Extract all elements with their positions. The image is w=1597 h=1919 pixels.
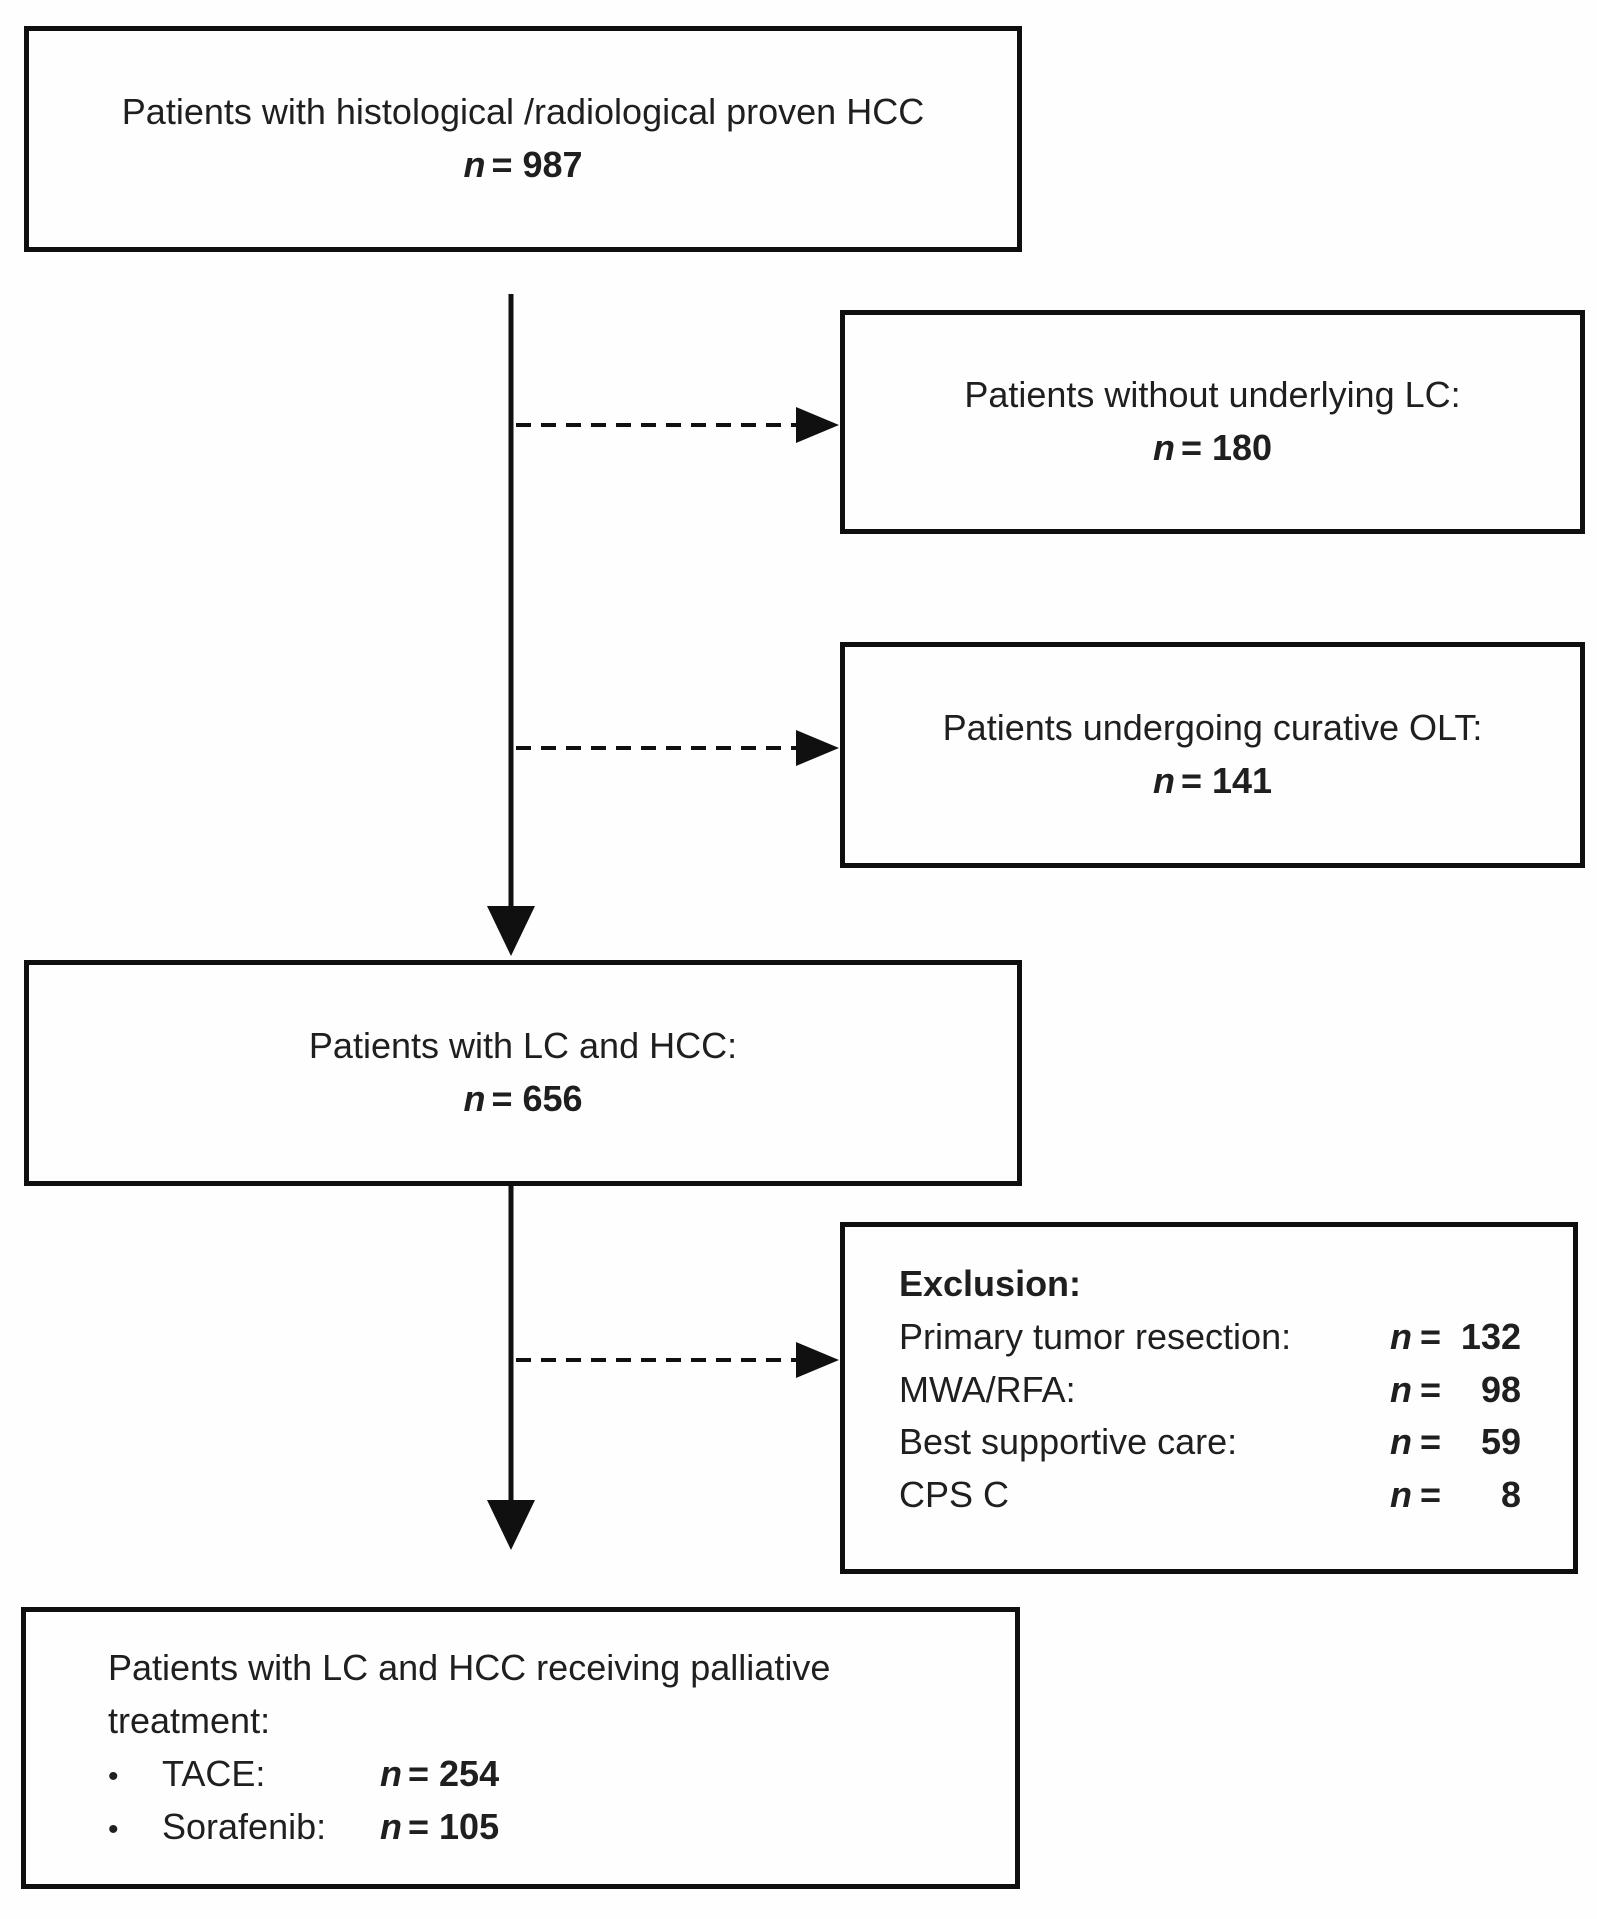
equals-sign: =	[1419, 1421, 1441, 1463]
palliative-text-line2: treatment:	[108, 1700, 271, 1742]
exclusion-row-label: CPS C	[899, 1474, 1010, 1516]
n-value: 8	[1500, 1474, 1521, 1516]
box-proven-hcc: Patients with histological /radiological…	[24, 26, 1022, 252]
exclusion-row-count: n= 98	[1390, 1364, 1521, 1417]
n-value: 59	[1480, 1421, 1521, 1463]
equals-sign: =	[1419, 1474, 1441, 1516]
n-value: = 105	[408, 1805, 500, 1847]
n-value: = 656	[491, 1078, 583, 1119]
bullet-row-sorafenib: • Sorafenib: n= 105	[108, 1801, 975, 1854]
exclusion-row-label: Primary tumor resection:	[899, 1315, 1292, 1357]
palliative-text-line1: Patients with LC and HCC receiving palli…	[108, 1647, 831, 1689]
exclusion-row-label: Best supportive care:	[899, 1421, 1238, 1463]
bullet-row-tace: • TACE: n= 254	[108, 1748, 975, 1801]
dashed-arrow-to-olt-box	[516, 730, 839, 766]
n-symbol: n	[380, 1805, 402, 1847]
exclusion-row-cps-c: CPS C n= 8	[899, 1469, 1521, 1522]
dashed-arrow-to-exclusion-box	[516, 1342, 839, 1378]
n-value: = 180	[1180, 427, 1273, 468]
equals-sign: =	[1419, 1368, 1441, 1410]
bullet-count: n= 105	[380, 1801, 499, 1854]
box-curative-olt-text: Patients undergoing curative OLT:	[942, 707, 1483, 749]
n-symbol: n	[1152, 760, 1175, 801]
bullet-icon: •	[108, 1760, 119, 1793]
box-exclusion: Exclusion: Primary tumor resection: n=13…	[840, 1222, 1578, 1574]
box-lc-and-hcc-text: Patients with LC and HCC:	[308, 1025, 738, 1067]
n-symbol: n	[1389, 1368, 1412, 1410]
box-lc-and-hcc-count: n= 656	[463, 1073, 582, 1126]
box-proven-hcc-count: n= 987	[463, 139, 582, 192]
n-symbol: n	[463, 1078, 486, 1119]
n-symbol: n	[463, 144, 486, 185]
exclusion-row-best-supportive-care: Best supportive care: n= 59	[899, 1416, 1521, 1469]
n-value: = 254	[408, 1753, 500, 1794]
bullet-label: Sorafenib:	[162, 1805, 327, 1847]
n-value: 98	[1480, 1368, 1521, 1410]
exclusion-row-label: MWA/RFA:	[899, 1368, 1076, 1410]
n-symbol: n	[1389, 1474, 1412, 1516]
box-curative-olt: Patients undergoing curative OLT: n= 141	[840, 642, 1585, 868]
box-palliative-treatment: Patients with LC and HCC receiving palli…	[21, 1607, 1020, 1889]
n-value: 132	[1460, 1315, 1521, 1357]
bullet-count: n= 254	[380, 1748, 499, 1801]
bullet-icon: •	[108, 1812, 119, 1846]
exclusion-row-count: n= 8	[1390, 1469, 1521, 1522]
n-symbol: n	[1152, 427, 1175, 468]
n-value: = 987	[491, 144, 583, 185]
n-symbol: n	[1389, 1315, 1412, 1357]
n-symbol: n	[1389, 1421, 1412, 1463]
equals-sign: =	[1419, 1315, 1441, 1357]
box-proven-hcc-text: Patients with histological /radiological…	[121, 91, 925, 133]
box-without-lc-count: n= 180	[1153, 422, 1272, 475]
box-without-lc: Patients without underlying LC: n= 180	[840, 310, 1585, 534]
n-value: = 141	[1180, 760, 1273, 801]
exclusion-row-resection: Primary tumor resection: n= 132	[899, 1311, 1521, 1364]
solid-arrow-top-to-middle	[487, 294, 535, 956]
exclusion-row-mwa-rfa: MWA/RFA: n= 98	[899, 1364, 1521, 1417]
box-without-lc-text: Patients without underlying LC:	[964, 374, 1461, 416]
exclusion-row-count: n= 132	[1390, 1311, 1521, 1364]
solid-arrow-middle-to-bottom	[487, 1186, 535, 1550]
exclusion-title: Exclusion:	[899, 1262, 1082, 1304]
n-symbol: n	[380, 1753, 402, 1794]
bullet-label: TACE:	[162, 1753, 266, 1794]
box-curative-olt-count: n= 141	[1153, 755, 1272, 808]
dashed-arrow-to-no-lc-box	[516, 407, 839, 443]
box-lc-and-hcc: Patients with LC and HCC: n= 656	[24, 960, 1022, 1186]
exclusion-row-count: n= 59	[1390, 1416, 1521, 1469]
